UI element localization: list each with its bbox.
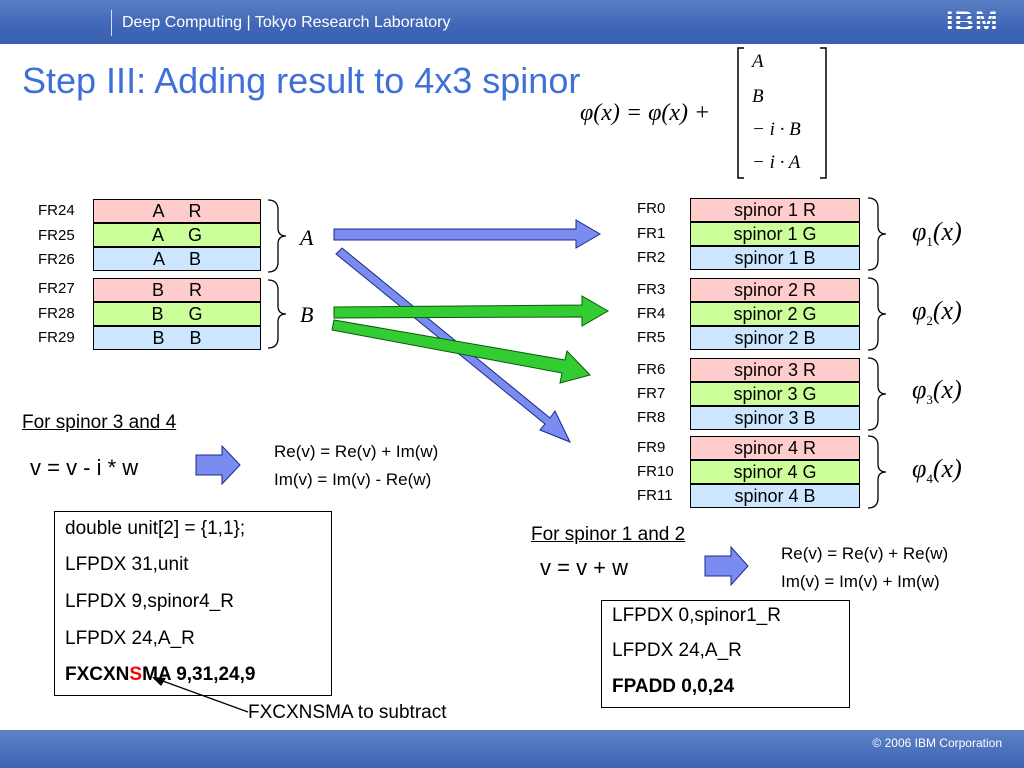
arrow-b-to-spinor2 [333, 295, 610, 327]
reg-fr5: FR5 [637, 329, 666, 346]
reg-fr1: FR1 [637, 225, 666, 242]
reg-fr7: FR7 [637, 385, 666, 402]
left-code-box: double unit[2] = {1,1}; LFPDX 31,unit LF… [54, 511, 332, 696]
target-box-spinor2-b: spinor 2 B [690, 326, 860, 350]
formula-lhs: φ(x) = φ(x) + [580, 100, 711, 126]
source-box-a-g: A G [93, 223, 261, 247]
right-code-line-3: FPADD 0,0,24 [612, 676, 735, 697]
group-label-a: A [300, 225, 314, 250]
right-heading: For spinor 1 and 2 [531, 524, 686, 545]
left-result-2: Im(v) = Im(v) - Re(w) [274, 470, 432, 489]
vector-entry-3: − i · B [752, 119, 801, 140]
left-result-1: Re(v) = Re(v) + Im(w) [274, 442, 439, 461]
reg-fr25: FR25 [38, 227, 75, 244]
reg-fr2: FR2 [637, 249, 666, 266]
header-text: Deep Computing | Tokyo Research Laborato… [122, 14, 451, 31]
arrow-a-to-spinor1 [333, 219, 601, 249]
phi-label-4: φ4(x) [912, 454, 962, 487]
footer-bar: © 2006 IBM Corporation [0, 730, 1024, 768]
reg-fr6: FR6 [637, 361, 666, 378]
target-box-spinor1-r: spinor 1 R [690, 198, 860, 222]
reg-fr11: FR11 [637, 487, 673, 504]
right-result-2: Im(v) = Im(v) + Im(w) [781, 572, 940, 591]
source-box-a-r: A R [93, 199, 261, 223]
right-code-line-1: LFPDX 0,spinor1_R [612, 605, 781, 626]
left-equation: v = v - i * w [30, 455, 139, 480]
reg-fr28: FR28 [38, 305, 75, 322]
right-equation: v = v + w [540, 555, 629, 580]
left-code-line-1: double unit[2] = {1,1}; [65, 518, 246, 539]
block-arrow-right [704, 545, 749, 587]
left-code-line-2: LFPDX 31,unit [65, 554, 189, 575]
source-box-b-b: B B [93, 326, 261, 350]
source-box-b-r: B R [93, 278, 261, 302]
target-box-spinor4-b: spinor 4 B [690, 484, 860, 508]
reg-fr10: FR10 [637, 463, 674, 480]
group-label-b: B [300, 302, 314, 327]
annotation-text: FXCXNSMA to subtract [248, 702, 447, 723]
block-arrow-left [195, 444, 241, 486]
reg-fr4: FR4 [637, 305, 666, 322]
reg-fr26: FR26 [38, 251, 75, 268]
target-box-spinor4-r: spinor 4 R [690, 436, 860, 460]
reg-fr27: FR27 [38, 280, 75, 297]
brace-phi-4 [867, 435, 887, 509]
vector-entry-2: B [752, 86, 764, 107]
reg-fr9: FR9 [637, 439, 666, 456]
target-box-spinor3-g: spinor 3 G [690, 382, 860, 406]
phi-label-3: φ3(x) [912, 375, 962, 408]
phi-label-2: φ2(x) [912, 296, 962, 329]
reg-fr0: FR0 [637, 200, 666, 217]
target-box-spinor4-g: spinor 4 G [690, 460, 860, 484]
arrow-b-to-spinor3 [331, 319, 591, 384]
target-box-spinor1-g: spinor 1 G [690, 222, 860, 246]
slide-title: Step III: Adding result to 4x3 spinor [22, 60, 581, 101]
reg-fr29: FR29 [38, 329, 75, 346]
formula-vector: A B − i · B − i · A [738, 48, 828, 178]
brace-a [267, 199, 287, 273]
target-box-spinor2-g: spinor 2 G [690, 302, 860, 326]
target-box-spinor1-b: spinor 1 B [690, 246, 860, 270]
target-box-spinor3-r: spinor 3 R [690, 358, 860, 382]
target-box-spinor2-r: spinor 2 R [690, 278, 860, 302]
left-code-line-5: FXCXNSMA 9,31,24,9 [65, 664, 256, 685]
brace-phi-2 [867, 277, 887, 351]
brace-phi-1 [867, 197, 887, 271]
brace-phi-3 [867, 357, 887, 431]
left-code-line-3: LFPDX 9,spinor4_R [65, 591, 234, 612]
right-code-box: LFPDX 0,spinor1_R LFPDX 24,A_R FPADD 0,0… [601, 600, 850, 708]
header-separator [111, 10, 112, 36]
vector-entry-1: A [752, 51, 764, 72]
ibm-logo: IBM [946, 6, 999, 36]
reg-fr24: FR24 [38, 202, 75, 219]
source-box-b-g: B G [93, 302, 261, 326]
left-heading: For spinor 3 and 4 [22, 412, 177, 433]
reg-fr8: FR8 [637, 409, 666, 426]
right-result-1: Re(v) = Re(v) + Re(w) [781, 544, 949, 563]
phi-label-1: φ1(x) [912, 217, 962, 250]
arrow-a-to-spinor4 [335, 247, 572, 443]
target-box-spinor3-b: spinor 3 B [690, 406, 860, 430]
reg-fr3: FR3 [637, 281, 666, 298]
source-box-a-b: A B [93, 247, 261, 271]
header-bar: Deep Computing | Tokyo Research Laborato… [0, 0, 1024, 44]
right-code-line-2: LFPDX 24,A_R [612, 640, 742, 661]
vector-entry-4: − i · A [752, 152, 801, 173]
left-code-line-4: LFPDX 24,A_R [65, 628, 195, 649]
footer-copyright: © 2006 IBM Corporation [872, 736, 1002, 750]
brace-b [267, 279, 287, 349]
